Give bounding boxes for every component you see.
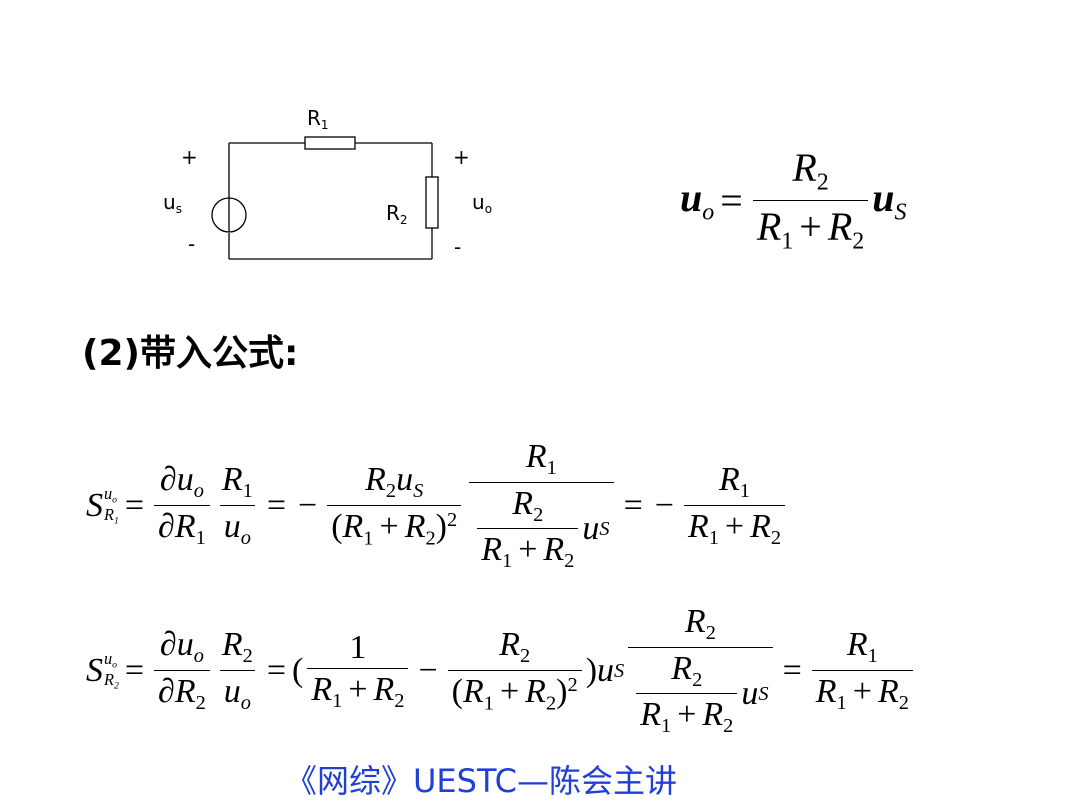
footer-credit: 《网综》UESTC—陈会主讲 xyxy=(285,762,677,800)
resistor-r2 xyxy=(425,176,439,229)
r1-label: R1 xyxy=(307,106,329,133)
voltage-source xyxy=(211,197,247,233)
source-plus: + xyxy=(181,145,198,169)
circuit-diagram xyxy=(211,136,439,260)
output-minus: - xyxy=(454,235,462,259)
us-label: us xyxy=(163,190,182,217)
output-formula: uo = R2 R1+R2 uS xyxy=(680,145,907,255)
step-heading: (2)带入公式: xyxy=(82,333,299,374)
r2-label: R2 xyxy=(386,201,408,228)
uo-label: uo xyxy=(472,190,493,217)
resistor-r1 xyxy=(304,136,356,150)
source-minus: - xyxy=(188,232,196,256)
output-plus: + xyxy=(453,145,470,169)
